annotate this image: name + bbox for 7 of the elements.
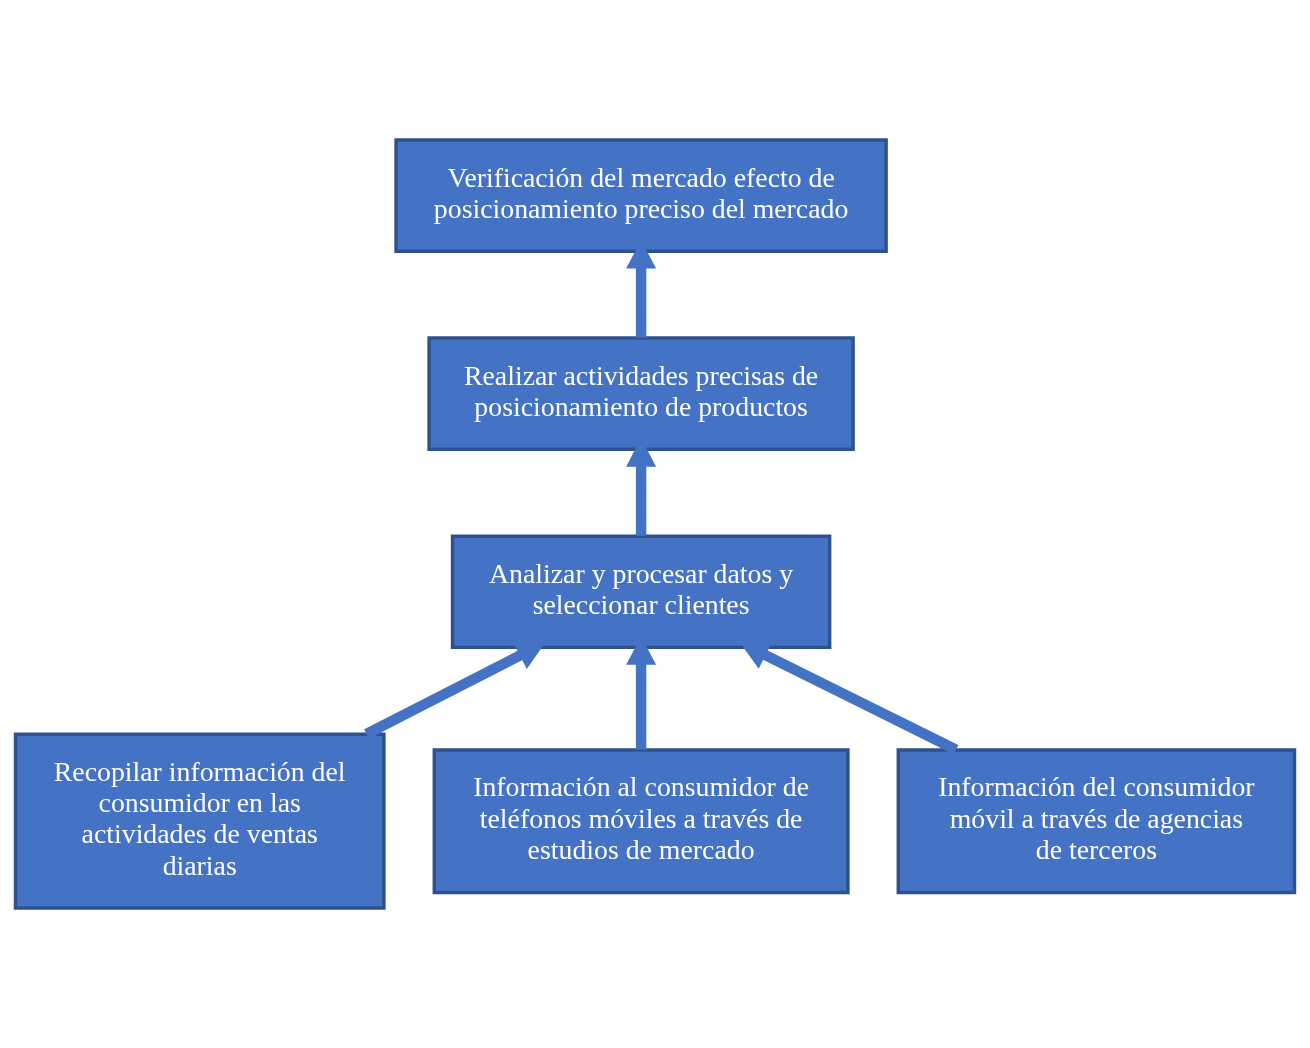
node-box: Recopilar información del consumidor en las actividades de ventas diarias — [13, 732, 386, 910]
node-box: Analizar y procesar datos y seleccionar clientes — [450, 534, 832, 650]
arrow — [364, 642, 546, 739]
node-box: Verificación del mercado efecto de posicionamiento preciso del mercado — [394, 138, 888, 253]
node-box: Información del consumidor móvil a través de agencias de terceros — [896, 748, 1297, 895]
node-box: Información al consumidor de teléfonos móviles a través de estudios de mercado — [432, 748, 850, 895]
node-box: Realizar actividades precisas de posicionamiento de productos — [427, 336, 855, 451]
